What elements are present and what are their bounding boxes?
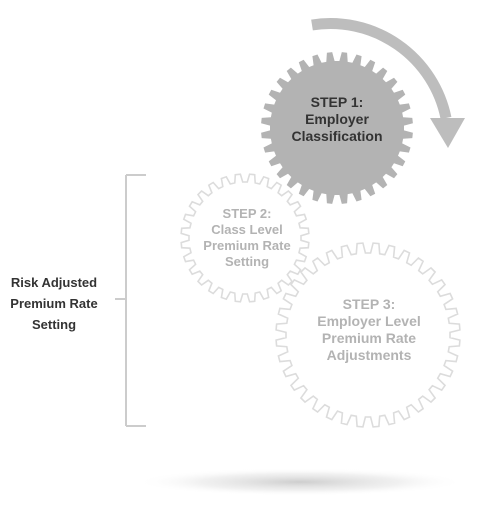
bracket <box>115 174 146 427</box>
rotation-arrowhead <box>430 118 465 148</box>
step2-title-line: Premium Rate <box>203 238 291 253</box>
step3-title-line: Adjustments <box>326 347 412 363</box>
step1-title-line: Classification <box>291 128 383 144</box>
step3-title-line: Premium Rate <box>321 330 417 346</box>
step2-gear <box>180 173 310 303</box>
floor-shadow <box>135 468 465 496</box>
step1-title-line: Employer <box>305 111 369 127</box>
step2-title-line: Setting <box>224 254 270 269</box>
step1-gear <box>261 52 413 204</box>
side-label-line: Setting <box>31 317 77 332</box>
step1-number: STEP 1: <box>310 94 364 110</box>
side-label-line: Premium Rate <box>10 296 98 311</box>
step3-number: STEP 3: <box>342 296 396 312</box>
step3-gear <box>275 242 461 428</box>
risk-adjusted-label: Risk Adjusted Premium Rate Setting <box>0 272 108 335</box>
step2-label: STEP 2: Class Level Premium Rate Setting <box>182 206 312 270</box>
step2-title-line: Class Level <box>211 222 283 237</box>
step3-label: STEP 3: Employer Level Premium Rate Adju… <box>290 296 448 364</box>
step2-number: STEP 2: <box>222 206 272 221</box>
step3-title-line: Employer Level <box>317 313 421 329</box>
step1-label: STEP 1: Employer Classification <box>262 94 412 145</box>
rotation-arrow <box>311 18 452 120</box>
side-label-line: Risk Adjusted <box>10 275 98 290</box>
